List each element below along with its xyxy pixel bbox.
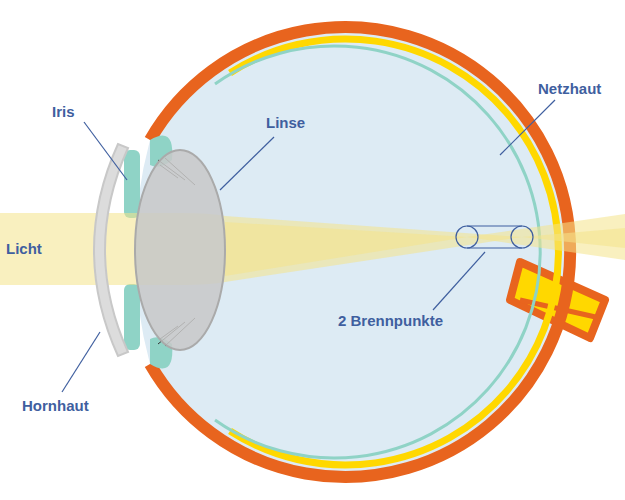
- part-label: Iris: [52, 104, 75, 121]
- leader-lines: [62, 100, 555, 392]
- cornea: [94, 144, 128, 356]
- part-label: Licht: [6, 241, 42, 258]
- focal-points: [456, 226, 533, 248]
- part-label: Hornhaut: [22, 398, 89, 415]
- part-label: Netzhaut: [538, 81, 601, 98]
- iris: [124, 150, 140, 218]
- vitreous-body: [135, 27, 570, 477]
- part-label: Linse: [266, 115, 305, 132]
- callout-label: 2 Brennpunkte: [338, 313, 443, 330]
- lens: [135, 150, 225, 350]
- iris: [124, 284, 140, 350]
